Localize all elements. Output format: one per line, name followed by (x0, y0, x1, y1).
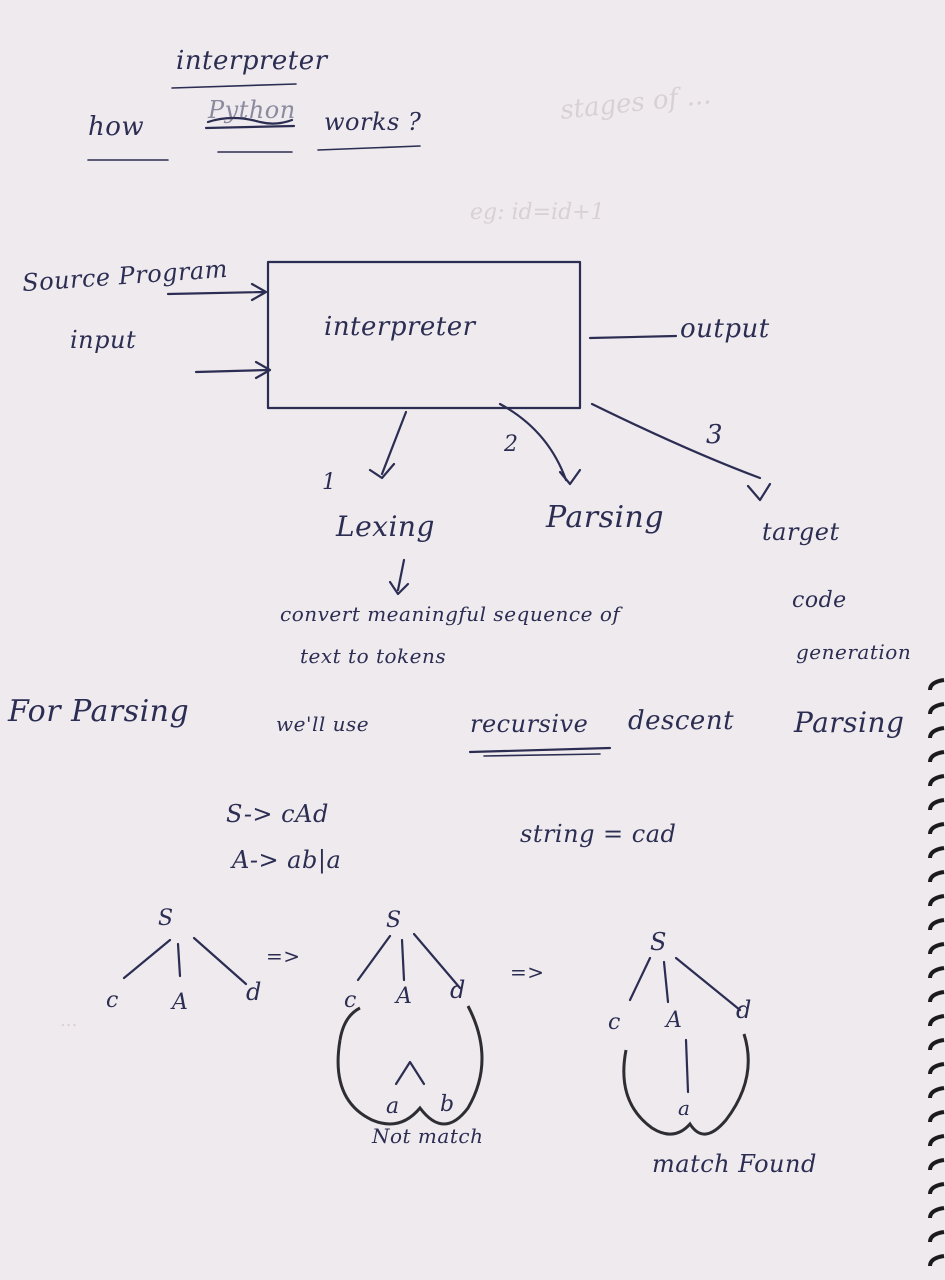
note-for-parsing: For Parsing (8, 694, 190, 729)
binding-ring (928, 1230, 945, 1243)
binding-ring (928, 1254, 945, 1267)
step-number-2: 2 (504, 432, 519, 457)
note-well-use: we'll use (276, 712, 370, 736)
step-number-1: 1 (322, 470, 337, 495)
binding-ring (928, 750, 945, 763)
bleed-through-text: eg: id=id+1 (470, 200, 605, 225)
binding-ring (928, 966, 945, 979)
bleed-through-text: ... (60, 1010, 78, 1031)
tree2-right: d (450, 976, 466, 1004)
step-number-3: 3 (706, 420, 724, 450)
binding-ring (928, 846, 945, 859)
note-descent: descent (628, 706, 735, 736)
title-works: works ? (324, 108, 422, 136)
binding-ring (928, 1038, 945, 1051)
binding-ring (928, 1086, 945, 1099)
binding-ring (928, 1134, 945, 1147)
binding-ring (928, 1206, 945, 1219)
binding-ring (928, 1014, 945, 1027)
tree1-right: d (246, 978, 262, 1006)
note-parsing: Parsing (794, 706, 905, 739)
output-label: output (680, 314, 770, 344)
derivation-arrow-2: => (510, 960, 545, 984)
lexing-label: Lexing (336, 510, 435, 543)
tree1-root: S (158, 906, 174, 931)
tree2-leaf-b: b (440, 1092, 455, 1117)
tree3-mid: A (666, 1008, 683, 1033)
tree1-mid: A (172, 990, 189, 1015)
binding-ring (928, 822, 945, 835)
lexing-description-line1: convert meaningful sequence of (280, 602, 621, 626)
tree3-leaf-a: a (678, 1096, 691, 1120)
interpreter-box (266, 260, 582, 410)
binding-ring (928, 726, 945, 739)
parsing-label: Parsing (546, 500, 665, 535)
lexing-description-line2: text to tokens (300, 644, 447, 668)
binding-ring (928, 1182, 945, 1195)
grammar-rule-2: A-> ab|a (232, 846, 342, 874)
title-crossed-word: Python (208, 96, 296, 124)
binding-ring (928, 774, 945, 787)
tree2-left: c (344, 988, 357, 1013)
binding-ring (928, 894, 945, 907)
target-label: target (762, 518, 840, 546)
interpreter-box-label: interpreter (324, 312, 476, 342)
binding-ring (928, 870, 945, 883)
note-recursive: recursive (470, 710, 589, 738)
tree2-leaf-a: a (386, 1094, 400, 1119)
binding-ring (928, 1158, 945, 1171)
tree2-mid: A (396, 984, 413, 1009)
binding-ring (928, 798, 945, 811)
tree1-left: c (106, 988, 119, 1013)
tree3-left: c (608, 1010, 621, 1035)
code-label: code (792, 588, 847, 613)
input-label: input (70, 326, 137, 354)
binding-ring (928, 990, 945, 1003)
tree3-caption: match Found (652, 1150, 817, 1178)
binding-ring (928, 918, 945, 931)
title-how: how (88, 112, 145, 142)
binding-ring (928, 1062, 945, 1075)
derivation-arrow-1: => (266, 944, 301, 968)
tree2-root: S (386, 908, 402, 933)
grammar-rule-1: S-> cAd (226, 800, 329, 828)
tree2-caption: Not match (372, 1124, 484, 1148)
binding-ring (928, 1110, 945, 1123)
binding-ring (928, 702, 945, 715)
title-interpreter: interpreter (176, 46, 328, 76)
tree3-root: S (650, 928, 667, 956)
binding-ring (928, 942, 945, 955)
binding-ring (928, 678, 945, 691)
generation-label: generation (796, 640, 912, 664)
tree3-right: d (736, 996, 752, 1024)
string-label: string = cad (520, 820, 677, 848)
